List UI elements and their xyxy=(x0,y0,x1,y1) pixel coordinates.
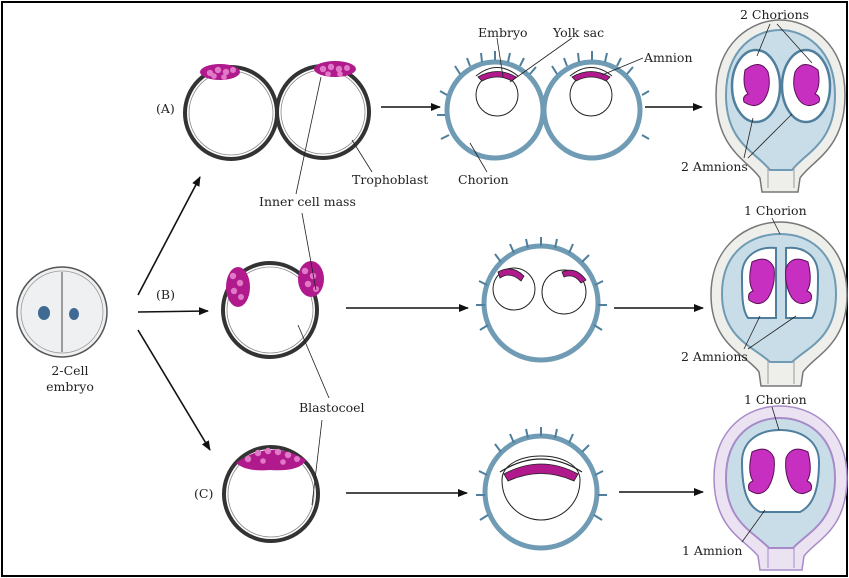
label-one-amnion: 1 Amnion xyxy=(682,543,742,558)
label-chorion: Chorion xyxy=(458,172,509,187)
pathway-b-label: (B) xyxy=(156,287,175,302)
implanted-blastocyst-a-left xyxy=(437,51,553,161)
label-one-chorion-c: 1 Chorion xyxy=(744,392,807,407)
implanted-blastocyst-a-right xyxy=(541,51,650,161)
blastocyst-c xyxy=(222,445,320,543)
label-trophoblast: Trophoblast xyxy=(352,172,428,187)
label-inner-cell-mass: Inner cell mass xyxy=(259,194,356,209)
inner-cell-mass-a-left xyxy=(200,64,240,80)
blastocyst-a-left xyxy=(183,64,279,161)
two-cell-label-line1: 2-Cell xyxy=(51,363,88,378)
arrow-to-a xyxy=(137,176,201,296)
implanted-blastocyst-c xyxy=(476,427,607,551)
label-amnion: Amnion xyxy=(643,50,693,65)
inner-cell-mass-a-right xyxy=(314,61,356,77)
label-two-amnions-b: 2 Amnions xyxy=(681,349,748,364)
uterus-b xyxy=(710,221,848,387)
arrow-to-b xyxy=(137,307,209,316)
pathway-a-label: (A) xyxy=(156,101,175,116)
inner-cell-mass-b-right xyxy=(298,261,324,297)
inner-cell-mass-b-left xyxy=(226,267,250,307)
leader-lines xyxy=(295,23,813,543)
blastocyst-a-right xyxy=(275,61,371,160)
uterus-c xyxy=(713,405,848,571)
arrow-to-c xyxy=(137,329,211,451)
inner-cell-mass-c xyxy=(236,447,306,471)
uterus-a xyxy=(715,19,846,193)
label-one-chorion-b: 1 Chorion xyxy=(744,203,807,218)
two-cell-label-line2: embryo xyxy=(46,379,94,394)
label-embryo: Embryo xyxy=(478,25,528,40)
label-blastocoel: Blastocoel xyxy=(299,400,365,415)
two-cell-embryo xyxy=(16,266,108,358)
implanted-blastocyst-b xyxy=(476,237,607,363)
pathway-c-label: (C) xyxy=(194,486,213,501)
blastocyst-b xyxy=(221,261,324,359)
label-yolk-sac: Yolk sac xyxy=(552,25,604,40)
label-two-amnions-a: 2 Amnions xyxy=(681,159,748,174)
label-two-chorions: 2 Chorions xyxy=(740,7,809,22)
